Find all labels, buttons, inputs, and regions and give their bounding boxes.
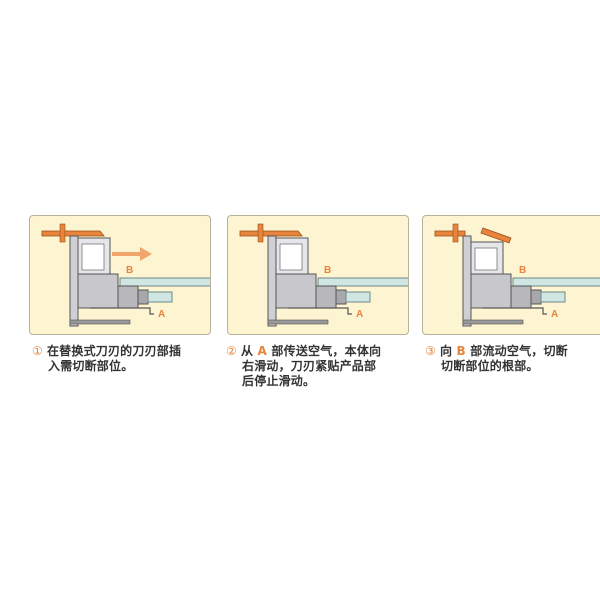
step-2-line-3: 后停止滑动。 bbox=[242, 374, 316, 388]
step-2-line-1-post: 部传送空气，本体向 bbox=[267, 344, 382, 358]
step-3-machine-illustration: B A bbox=[434, 223, 600, 327]
cut-piece bbox=[480, 227, 512, 244]
port-a-label: A bbox=[551, 309, 558, 320]
step-3-port-label: B bbox=[456, 344, 466, 358]
step-1-line-2: 入需切断部位。 bbox=[48, 359, 134, 373]
step-2-line-1-pre: 从 bbox=[240, 344, 258, 358]
step-3-line-2: 切断部位的根部。 bbox=[441, 359, 539, 373]
step-3-line-1-post: 部流动空气，切断 bbox=[465, 344, 568, 358]
step-3-panel: B A bbox=[422, 215, 600, 335]
step-2-line-2: 右滑动，刀刃紧贴产品部 bbox=[242, 359, 377, 373]
blade-bar bbox=[434, 230, 466, 237]
step-1-panel: B A bbox=[29, 215, 211, 335]
step-2-panel: B A bbox=[227, 215, 409, 335]
step-1-number: ① bbox=[32, 344, 43, 358]
blade-bar bbox=[239, 230, 303, 237]
blade-bar bbox=[41, 230, 105, 237]
right-arrow-icon bbox=[112, 247, 152, 261]
port-b-label: B bbox=[519, 265, 526, 276]
step-3-number: ③ bbox=[425, 344, 436, 358]
step-1-line-1: 在替换式刀刃的刀刃部插 bbox=[46, 344, 182, 358]
port-a-label: A bbox=[356, 309, 363, 320]
port-b-label: B bbox=[126, 265, 133, 276]
step-2-number: ② bbox=[226, 344, 237, 358]
step-1-machine-illustration: B A bbox=[41, 223, 210, 327]
step-3-line-1-pre: 向 bbox=[439, 344, 457, 358]
port-a-label: A bbox=[158, 309, 165, 320]
step-2-machine-illustration: B A bbox=[239, 223, 408, 327]
port-b-label: B bbox=[324, 265, 331, 276]
step-2-port-label: A bbox=[257, 344, 268, 358]
